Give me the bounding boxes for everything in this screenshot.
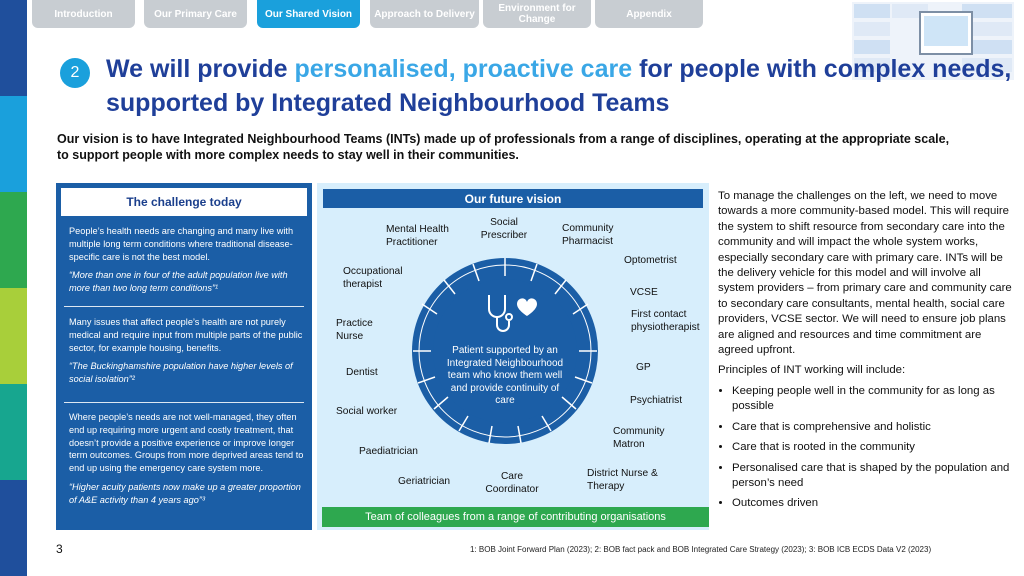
challenge-block-1: People’s health needs are changing and m… bbox=[69, 225, 304, 301]
tab-label: Introduction bbox=[54, 8, 113, 20]
challenge-text: People’s health needs are changing and m… bbox=[69, 226, 294, 262]
tab-label: Our Shared Vision bbox=[264, 8, 353, 20]
future-vision-panel: Our future vision bbox=[317, 183, 709, 530]
team-colleagues-bar: Team of colleagues from a range of contr… bbox=[322, 507, 709, 527]
future-vision-title: Our future vision bbox=[323, 189, 703, 208]
role-vcse: VCSE bbox=[630, 287, 658, 298]
role-dentist: Dentist bbox=[346, 367, 378, 378]
challenge-quote: “Higher acuity patients now make up a gr… bbox=[69, 481, 301, 505]
right-text-column: To manage the challenges on the left, we… bbox=[718, 189, 1018, 517]
principles-heading: Principles of INT working will include: bbox=[718, 364, 906, 377]
tab-our-primary-care[interactable]: Our Primary Care bbox=[144, 0, 247, 28]
outer-ring bbox=[412, 258, 598, 444]
footnote: 1: BOB Joint Forward Plan (2023); 2: BOB… bbox=[470, 545, 932, 554]
tab-approach-to-delivery[interactable]: Approach to Delivery bbox=[370, 0, 479, 28]
challenge-quote: “The Buckinghamshire population have hig… bbox=[69, 361, 293, 385]
principles-list: Keeping people well in the community for… bbox=[718, 384, 1018, 512]
principle-item: Care that is comprehensive and holistic bbox=[732, 420, 1018, 435]
challenge-quote: “More than one in four of the adult popu… bbox=[69, 270, 288, 294]
section-number-badge: 2 bbox=[60, 58, 90, 88]
role-community-pharmacist: Community Pharmacist bbox=[562, 223, 614, 247]
principle-item: Outcomes driven bbox=[732, 496, 1018, 511]
tab-appendix[interactable]: Appendix bbox=[595, 0, 703, 28]
tab-label: Our Primary Care bbox=[154, 8, 237, 20]
role-paediatrician: Paediatrician bbox=[359, 446, 418, 457]
tab-label: Approach to Delivery bbox=[374, 8, 475, 20]
principle-item: Keeping people well in the community for… bbox=[732, 384, 1018, 415]
challenge-text: Where people’s needs are not well-manage… bbox=[69, 412, 304, 474]
challenge-block-2: Many issues that affect people’s health … bbox=[69, 316, 304, 392]
tab-our-shared-vision[interactable]: Our Shared Vision bbox=[257, 0, 360, 28]
role-district-nurse-therapy: District Nurse & Therapy bbox=[587, 468, 658, 492]
role-geriatrician: Geriatrician bbox=[398, 476, 451, 487]
role-occupational-therapist: Occupational therapist bbox=[343, 266, 403, 290]
role-care-coordinator: Care Coordinator bbox=[485, 471, 539, 495]
role-gp: GP bbox=[636, 362, 651, 373]
section-color-sidebar bbox=[0, 0, 27, 576]
challenge-title: The challenge today bbox=[61, 188, 307, 216]
title-part1: We will provide bbox=[106, 55, 295, 83]
tab-label: Appendix bbox=[626, 8, 672, 20]
vision-statement: Our vision is to have Integrated Neighbo… bbox=[57, 132, 950, 162]
role-social-prescriber: Social Prescriber bbox=[480, 217, 528, 241]
hand-heart-icon bbox=[517, 298, 537, 316]
challenge-divider bbox=[64, 402, 304, 403]
page-title: We will provide personalised, proactive … bbox=[106, 52, 1016, 120]
slide-thumbnail-icon[interactable] bbox=[852, 2, 1014, 80]
patient-center-text: Patient supported by an Integrated Neigh… bbox=[446, 345, 564, 406]
role-social-worker: Social worker bbox=[336, 406, 398, 417]
role-practice-nurse: Practice Nurse bbox=[336, 318, 373, 342]
page-number: 3 bbox=[56, 542, 63, 556]
title-part2: for people with complex needs, supported… bbox=[106, 55, 1012, 117]
principle-item: Personalised care that is shaped by the … bbox=[732, 461, 1018, 492]
role-community-matron: Community Matron bbox=[613, 426, 665, 450]
challenge-panel: The challenge today People’s health need… bbox=[56, 183, 312, 530]
principle-item: Care that is rooted in the community bbox=[732, 440, 1018, 455]
role-mental-health-practitioner: Mental Health Practitioner bbox=[386, 224, 449, 248]
title-highlight: personalised, proactive care bbox=[294, 55, 633, 83]
challenge-block-3: Where people’s needs are not well-manage… bbox=[69, 411, 304, 513]
team-circle-diagram bbox=[412, 258, 598, 444]
tab-introduction[interactable]: Introduction bbox=[32, 0, 135, 28]
challenge-divider bbox=[64, 306, 304, 307]
tab-label: Environment for Change bbox=[498, 3, 576, 25]
role-optometrist: Optometrist bbox=[624, 255, 677, 266]
challenge-text: Many issues that affect people’s health … bbox=[69, 317, 303, 353]
ring-tick-marks bbox=[413, 258, 597, 444]
tab-environment-for-change[interactable]: Environment for Change bbox=[483, 0, 591, 28]
right-intro: To manage the challenges on the left, we… bbox=[718, 190, 1012, 357]
section-number: 2 bbox=[70, 64, 80, 81]
role-first-contact-physiotherapist: First contact physiotherapist bbox=[631, 309, 700, 333]
role-psychiatrist: Psychiatrist bbox=[630, 395, 683, 406]
stethoscope-heart-icon bbox=[488, 295, 513, 332]
